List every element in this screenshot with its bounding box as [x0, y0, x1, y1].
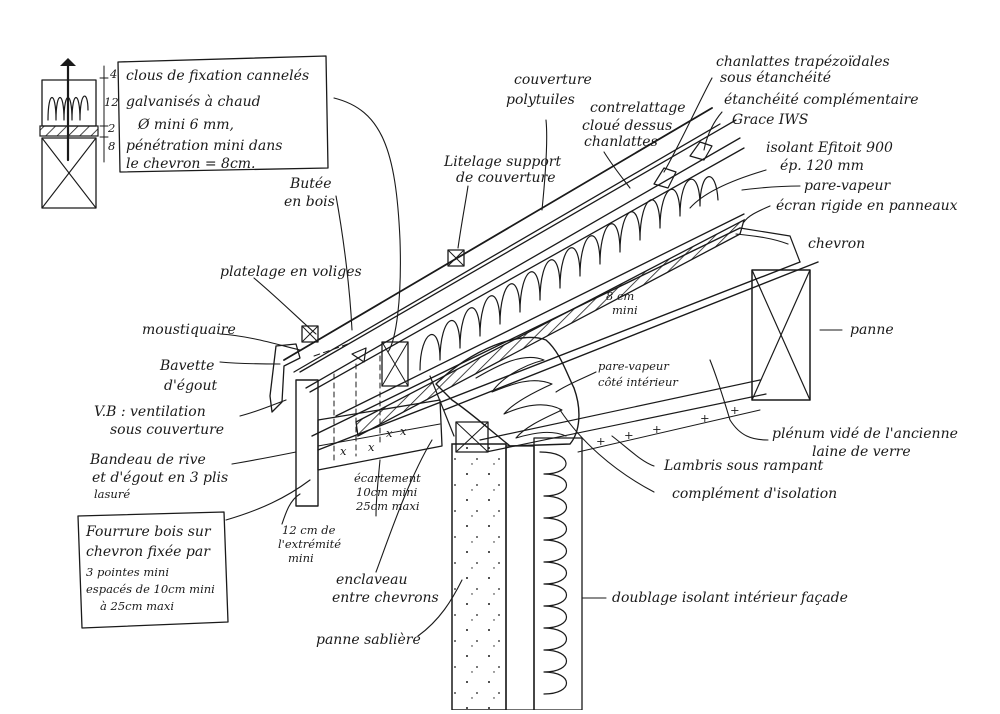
label-contrelattage-3: chanlattes — [584, 134, 658, 150]
roof-section: + + + + + x x x x — [269, 107, 819, 711]
label-ecartement-1: écartement — [354, 471, 421, 485]
label-contrelattage-1: contrelattage — [590, 100, 686, 116]
label-chanlattes-2: sous étanchéité — [720, 70, 831, 86]
label-isolant-1: isolant Efitoit 900 — [766, 140, 893, 156]
dim-4: 4 — [109, 67, 117, 81]
roof-covering-line — [283, 107, 713, 361]
label-chanlattes-1: chanlattes trapézoïdales — [716, 54, 890, 70]
fixing-note-line-5: le chevron = 8cm. — [126, 156, 256, 172]
fixing-note-line-1: clous de fixation cannelés — [126, 68, 309, 84]
eave-blocking — [317, 399, 443, 471]
svg-text:x: x — [340, 444, 347, 458]
interior-lining — [533, 437, 583, 711]
annotations: chanlattes trapézoïdales sous étanchéité… — [89, 54, 958, 648]
label-ecartement-2: 10cm mini — [356, 485, 418, 499]
label-platelage: platelage en voliges — [220, 264, 362, 280]
svg-text:x: x — [400, 424, 407, 438]
complement-insulation — [435, 336, 580, 447]
fourrure-note-box: Fourrure bois sur chevron fixée par 3 po… — [77, 511, 229, 629]
label-etancheite-1: étanchéité complémentaire — [724, 92, 919, 108]
facade-wall — [451, 443, 507, 711]
label-extremite-2: l'extrémité — [278, 537, 341, 551]
leader-lines — [219, 77, 843, 637]
fourrure-line-1: Fourrure bois sur — [85, 524, 212, 540]
label-bandeau-2: et d'égout en 3 plis — [92, 470, 228, 486]
label-litelage-1: Litelage support — [443, 154, 561, 170]
label-pare-vapeur-int-1: pare-vapeur — [598, 359, 670, 373]
svg-text:+: + — [700, 411, 710, 425]
label-panne-sabliere: panne sablière — [316, 632, 421, 648]
fourrure-line-5: à 25cm maxi — [100, 599, 174, 613]
label-vb-2: sous couverture — [110, 422, 224, 438]
fixing-note-line-3: Ø mini 6 mm, — [137, 117, 234, 133]
fixing-note-line-2: galvanisés à chaud — [126, 94, 261, 110]
svg-text:+: + — [624, 428, 634, 442]
label-etancheite-2: Grace IWS — [732, 112, 808, 128]
butee-block — [381, 341, 409, 387]
label-moustiquaire: moustiquaire — [142, 322, 236, 338]
label-couverture-2: polytuiles — [506, 92, 575, 108]
label-ecartement-3: 25cm maxi — [355, 499, 420, 513]
fourrure-line-3: 3 pointes mini — [86, 565, 169, 579]
label-lambris: Lambris sous rampant — [663, 458, 824, 474]
label-extremite-1: 12 cm de — [282, 523, 336, 537]
label-chevron: chevron — [808, 236, 865, 252]
rafter-underside — [443, 261, 819, 411]
efitoit-insulation-wave — [419, 176, 719, 371]
eave-flashing — [269, 343, 301, 413]
label-pare-vapeur: pare-vapeur — [804, 178, 892, 194]
label-litelage-2: de couverture — [456, 170, 556, 186]
label-doublage: doublage isolant intérieur façade — [612, 590, 848, 606]
label-butee-1: Butée — [289, 176, 332, 192]
label-complement: complément d'isolation — [672, 486, 837, 502]
label-8cm-mini: mini — [612, 303, 638, 317]
label-ecran-rigide: écran rigide en panneaux — [776, 198, 958, 214]
svg-text:x: x — [368, 440, 375, 454]
dim-2: 2 — [107, 121, 115, 135]
label-vb-1: V.B : ventilation — [94, 404, 206, 420]
panne-sabliere-profile — [455, 421, 489, 453]
label-bavette-1: Bavette — [159, 358, 214, 374]
label-bandeau-1: Bandeau de rive — [89, 452, 206, 468]
label-isolant-2: ép. 120 mm — [780, 158, 864, 174]
lambris-line — [485, 393, 767, 453]
fourrure-line-2: chevron fixée par — [86, 544, 211, 560]
fixing-note-line-4: pénétration mini dans — [126, 138, 282, 154]
label-panne: panne — [850, 322, 894, 338]
fourrure-line-4: espacés de 10cm mini — [86, 582, 215, 596]
label-butee-2: en bois — [284, 194, 335, 210]
svg-text:+: + — [652, 422, 662, 436]
dim-12: 12 — [104, 95, 119, 109]
svg-text:+: + — [730, 403, 740, 417]
label-bavette-2: d'égout — [164, 378, 218, 394]
label-extremite-3: mini — [288, 551, 314, 565]
fixing-note-box: clous de fixation cannelés galvanisés à … — [117, 55, 329, 173]
label-bandeau-3: lasuré — [94, 487, 130, 501]
label-plenum-2: laine de verre — [812, 444, 911, 460]
label-pare-vapeur-int-2: côté intérieur — [598, 375, 679, 389]
label-couverture-1: couverture — [514, 72, 592, 88]
batten-profile-2 — [447, 249, 465, 267]
dim-8: 8 — [108, 139, 115, 153]
svg-text:x: x — [386, 426, 393, 440]
panne-beam — [751, 269, 811, 401]
fixing-detail-inset: 4 12 2 8 — [39, 58, 119, 209]
label-plenum-1: plénum vidé de l'ancienne — [772, 426, 958, 442]
label-8cm: 8 cm — [606, 289, 634, 303]
svg-text:+: + — [596, 434, 606, 448]
label-closeau-1: enclaveau — [336, 572, 408, 588]
label-closeau-2: entre chevrons — [332, 590, 439, 606]
label-contrelattage-2: cloué dessus — [582, 118, 672, 134]
doublage-insulation-wave — [539, 451, 568, 695]
batten-profile-1 — [301, 325, 319, 343]
